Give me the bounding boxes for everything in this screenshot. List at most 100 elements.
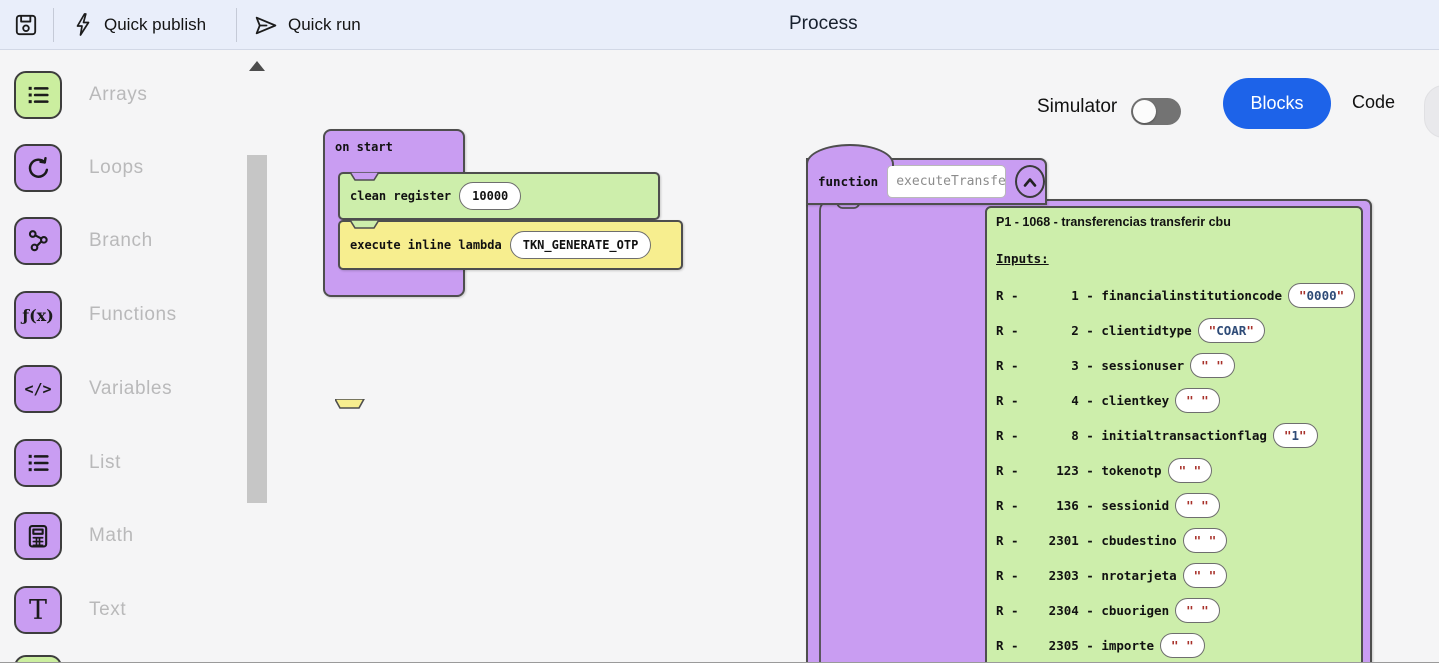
blocks-tab-label: Blocks [1250,93,1304,113]
input-label: R - 2305 - importe [996,638,1155,653]
quick-run-label: Quick run [288,15,361,34]
quick-publish-label: Quick publish [104,15,207,34]
sidebar-item-label: Variables [89,378,173,399]
input-label: R - 136 - sessionid [996,498,1170,513]
value-pill[interactable]: TKN_GENERATE_OTP [509,231,652,259]
sidebar-item-label: Arrays [89,84,148,105]
function-name-input[interactable]: executeTransfer [887,165,1006,198]
lightning-icon [72,12,94,38]
input-label: R - 2 - clientidtype [996,323,1192,338]
inputs-list: R - 1 - financialinstitutioncode "0000" R… [987,278,1361,662]
value-pill[interactable]: " " [1160,633,1205,658]
process-title: P1 - 1068 - transferencias transferir cb… [996,215,1231,229]
notch [350,172,380,182]
sidebar-item-label: Branch [89,230,153,251]
code-tab[interactable]: Code [1352,92,1395,113]
branch-icon [14,217,62,265]
function-hat [806,144,894,166]
save-icon [13,12,39,38]
sidebar-item-loops[interactable]: Loops [14,144,144,192]
input-row: R - 123 - tokenotp " " [987,453,1361,488]
topbar-divider [236,8,237,42]
input-row: R - 136 - sessionid " " [987,488,1361,523]
block-label: execute inline lambda [350,238,502,252]
input-row: R - 3 - sessionuser " " [987,348,1361,383]
input-row: R - 2303 - nrotarjeta " " [987,558,1361,593]
value-pill[interactable]: " " [1167,458,1213,483]
fx-icon: ƒ(x) [14,291,62,339]
input-label: R - 1 - financialinstitutioncode [996,288,1282,303]
text-icon: T [14,586,62,634]
blocks-tab[interactable]: Blocks [1223,78,1331,129]
value-pill[interactable]: "0000" [1287,283,1356,308]
send-icon [253,13,278,38]
sidebar-item-label: List [89,452,121,473]
code-icon: </> [14,365,62,413]
input-row: R - 2 - clientidtype "COAR" [987,313,1361,348]
input-row: R - 4 - clientkey" " [987,383,1361,418]
loop-icon [14,144,62,192]
notch [335,399,365,410]
sidebar-item-label: Math [89,525,134,546]
input-label: R - 3 - sessionuser [996,358,1185,373]
scroll-up-arrow[interactable] [249,61,265,71]
clean-register-block[interactable]: clean register 10000 [338,172,660,220]
notch [350,220,380,230]
statement-notch [818,197,992,662]
function-block-header[interactable]: function executeTransfer [806,158,1047,205]
input-row: R - 2305 - importe " " [987,628,1361,662]
chevron-up-icon [1023,177,1037,187]
on-start-label: on start [335,140,393,154]
sidebar-item-functions[interactable]: ƒ(x) Functions [14,291,177,339]
sidebar-item-partial[interactable] [14,655,62,662]
input-row: R - 1 - financialinstitutioncode "0000" [987,278,1361,313]
input-label: R - 2301 - cbudestino [996,533,1177,548]
sidebar-item-math[interactable]: Math [14,512,134,560]
simulator-toggle[interactable] [1131,98,1181,125]
sidebar-item-branch[interactable]: Branch [14,217,153,265]
input-label: R - 2303 - nrotarjeta [996,568,1177,583]
input-label: R - 8 - initialtransactionflag [996,428,1267,443]
input-label: R - 123 - tokenotp [996,463,1162,478]
sidebar-item-arrays[interactable]: Arrays [14,71,148,119]
value-pill[interactable]: " " [1175,598,1220,623]
save-button[interactable] [13,0,39,50]
value-pill[interactable]: " " [1182,563,1228,588]
list-icon [14,655,62,662]
input-row: R - 2304 - cbuorigen " " [987,593,1361,628]
simulator-label: Simulator [1037,96,1118,117]
edge-partial-button[interactable] [1424,85,1439,138]
value-pill[interactable]: " " [1182,528,1228,553]
process-definition-block[interactable]: P1 - 1068 - transferencias transferir cb… [985,206,1363,662]
topbar: Quick publish Quick run Process [0,0,1439,50]
calculator-icon [14,512,62,560]
sidebar-item-text[interactable]: T Text [14,586,126,634]
quick-publish-button[interactable]: Quick publish [72,0,206,50]
topbar-divider [53,8,54,42]
list-icon [14,439,62,487]
value-pill[interactable]: "1" [1272,423,1318,448]
value-pill[interactable]: 10000 [459,182,522,210]
function-keyword: function [818,174,879,189]
input-label: R - 2304 - cbuorigen [996,603,1170,618]
list-icon [14,71,62,119]
sidebar-item-list[interactable]: List [14,439,121,487]
block-label: clean register [350,189,452,203]
quick-run-button[interactable]: Quick run [253,0,361,50]
value-pill[interactable]: " " [1190,353,1235,378]
toggle-knob [1133,100,1156,123]
sidebar-item-variables[interactable]: </> Variables [14,365,172,413]
code-tab-label: Code [1352,92,1396,112]
value-pill[interactable]: " " [1175,388,1220,413]
page-title: Process [789,13,858,34]
input-row: R - 8 - initialtransactionflag "1" [987,418,1361,453]
collapse-button[interactable] [1014,165,1045,198]
execute-inline-lambda-block[interactable]: execute inline lambda TKN_GENERATE_OTP [338,220,683,270]
sidebar-item-label: Functions [89,304,177,325]
inputs-heading: Inputs: [996,251,1049,266]
value-pill[interactable]: "COAR" [1197,318,1265,343]
sidebar-item-label: Loops [89,157,144,178]
toolbox-scrollbar[interactable] [247,155,267,503]
value-pill[interactable]: " " [1175,493,1220,518]
